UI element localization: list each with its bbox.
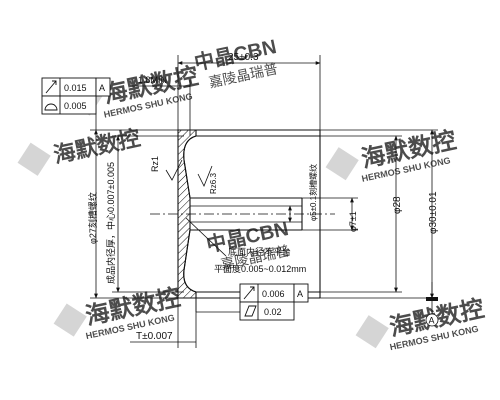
bottom-frame-value-1: 0.006 <box>262 289 285 299</box>
left-note-label: 成品内径厚，中心0.007±0.005 <box>105 162 116 284</box>
watermark-brand-cn: 海默数控 <box>51 125 142 168</box>
watermark-logo-bottom-right: 海默数控 HERMOS SHU KONG <box>355 294 487 352</box>
roughness-rz1 <box>165 159 183 181</box>
bottom-frame-datum-1: A <box>297 289 303 299</box>
dim-1-8-label: 1.8MIN <box>138 75 167 85</box>
dim-30-label: φ30±0.01 <box>428 191 439 234</box>
center-note-1: 底面内径不平台 <box>228 246 291 257</box>
watermark-logo-right: 海默数控 HERMOS SHU KONG <box>325 126 459 184</box>
top-frame-value-2: 0.005 <box>64 101 87 111</box>
leader-center-note <box>185 217 227 257</box>
roughness-rz63 <box>197 165 213 187</box>
watermark-logo-icon <box>53 303 87 337</box>
tolerance-frame-bottom: 0.006 A 0.02 <box>239 283 309 321</box>
left-bore-label: φ27刻槽螺纹 <box>87 192 98 244</box>
datum-a-label: A <box>429 316 435 326</box>
watermark-logo-icon <box>325 147 359 181</box>
watermark-logo-icon <box>17 142 51 176</box>
dim-28-label: φ28 <box>392 196 403 214</box>
center-note-2: 平面度0.005~0.012mm <box>214 263 306 274</box>
top-frame-value-1: 0.015 <box>64 83 87 93</box>
dim-5-label: φ5±0.1刻槽螺纹 <box>308 164 318 221</box>
runout-arrow-icon <box>243 286 255 300</box>
watermark-logo-icon <box>355 315 389 349</box>
dim-25-label: 25±0.3 <box>228 52 259 63</box>
top-frame-datum-1: A <box>99 83 105 93</box>
flatness-icon <box>244 305 257 317</box>
runout-arrow-icon <box>45 80 57 94</box>
rz63-label: Rz6.3 <box>209 173 218 194</box>
rz1-label: Rz1 <box>150 156 160 172</box>
datum-a-circle <box>425 313 439 327</box>
dimension-lines <box>90 55 438 348</box>
datum-a-marker: A <box>425 297 439 327</box>
profile-of-surface-icon <box>44 103 58 111</box>
tolerance-frame-top: 0.015 A 0.005 <box>41 77 111 115</box>
dim-7-label: φ7±1 <box>348 211 358 232</box>
dim-t-label: T±0.007 <box>136 331 173 342</box>
watermark-logo-left: 海默数控 <box>17 125 142 176</box>
bottom-frame-value-2: 0.02 <box>264 307 282 317</box>
